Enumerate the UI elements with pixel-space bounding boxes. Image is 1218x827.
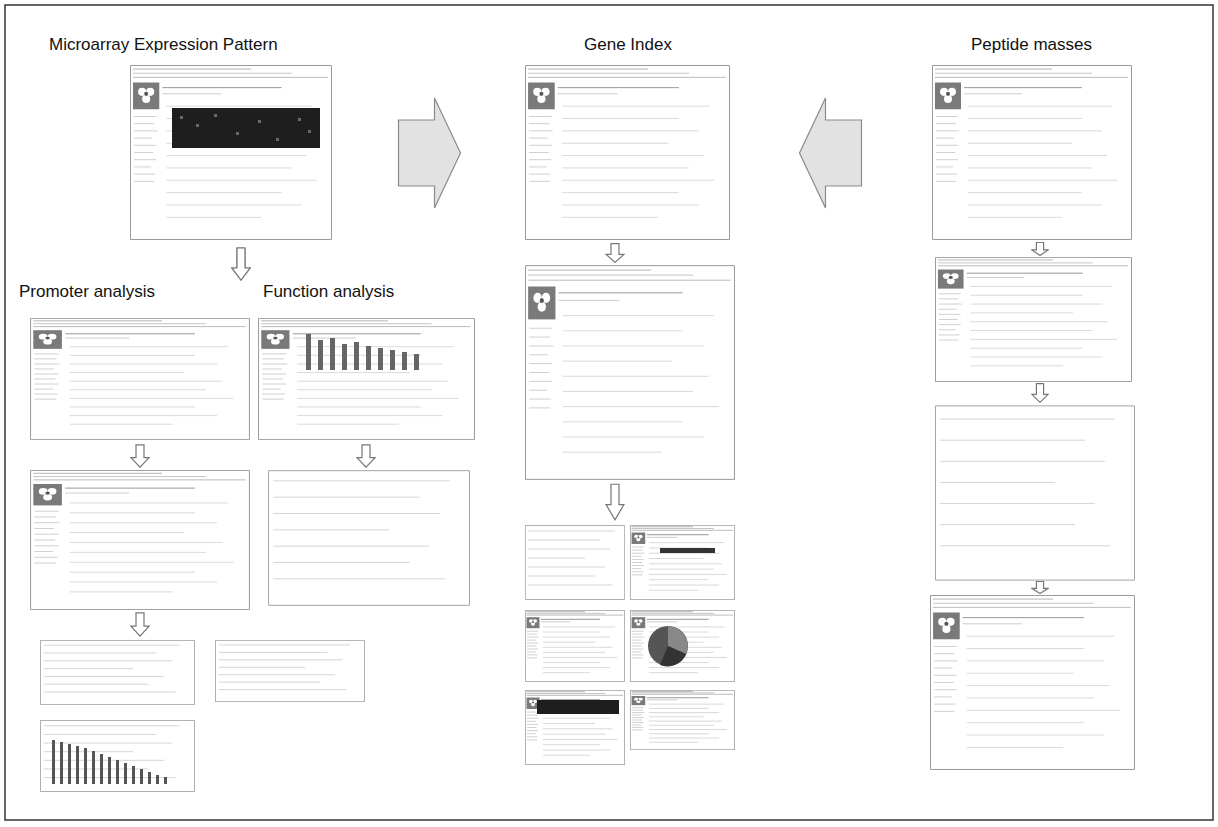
panel-heading: Peptide masses bbox=[968, 35, 1095, 55]
screenshot-panel: Microarray Expression Pattern bbox=[40, 35, 336, 245]
screenshot-panel: Promoter analysis bbox=[14, 282, 254, 442]
screenshot-panel: Gene Index bbox=[523, 35, 733, 245]
screenshot-panel: Function analysis bbox=[256, 282, 478, 442]
block-arrow bbox=[399, 98, 461, 208]
screenshot-panel: Peptide masses bbox=[928, 35, 1135, 245]
panel-heading: Function analysis bbox=[260, 282, 397, 302]
panel-heading: Promoter analysis bbox=[16, 282, 158, 302]
down-arrow bbox=[232, 248, 250, 280]
panel-heading: Microarray Expression Pattern bbox=[46, 35, 281, 55]
down-arrow bbox=[232, 248, 250, 280]
panel-heading: Gene Index bbox=[581, 35, 675, 55]
block-arrow bbox=[800, 98, 862, 208]
